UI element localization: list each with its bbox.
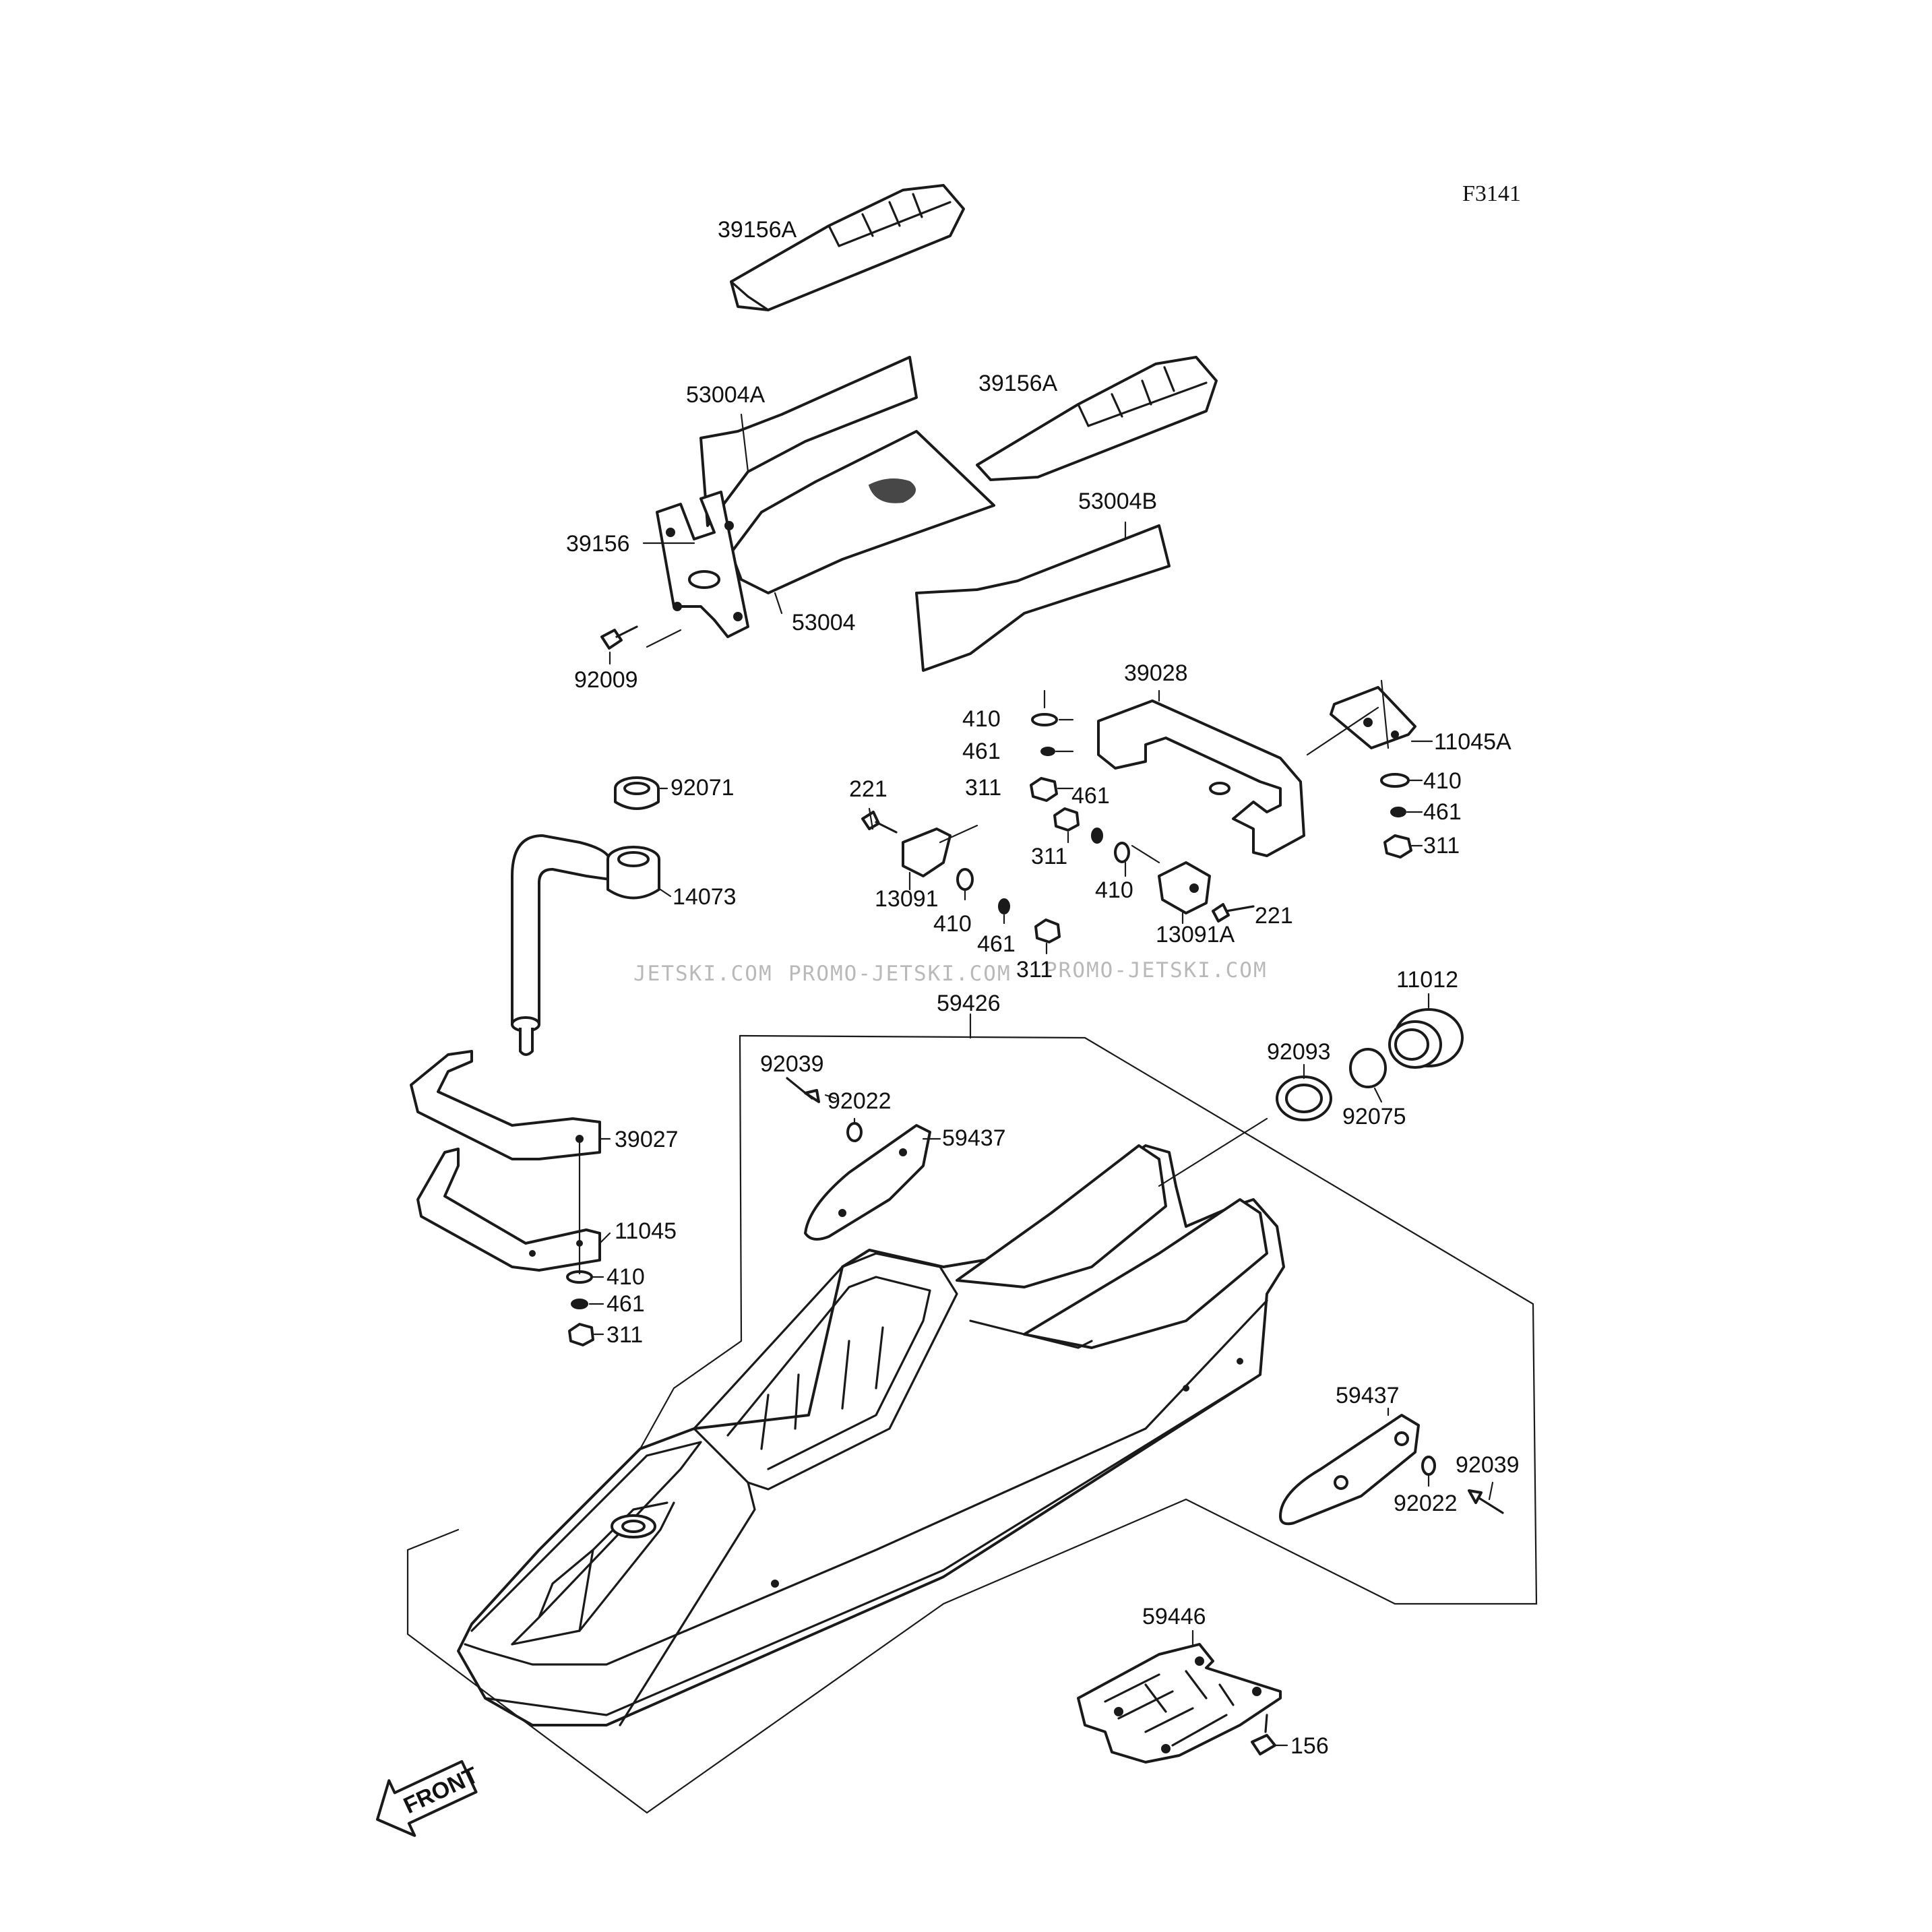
label-14073: 14073 xyxy=(673,884,737,910)
label-92071: 92071 xyxy=(671,775,735,801)
bracket-39156 xyxy=(656,491,749,638)
bracket-11045a xyxy=(1330,686,1416,749)
label-461-c: 461 xyxy=(1071,783,1110,809)
label-39156: 39156 xyxy=(566,531,630,557)
bolt-156 xyxy=(1251,1714,1276,1755)
label-410-d: 410 xyxy=(933,911,972,937)
washer-410-c xyxy=(1114,842,1130,863)
label-92039-b: 92039 xyxy=(1456,1452,1520,1478)
clip-13091a xyxy=(1158,861,1211,914)
nut-311-a xyxy=(1030,777,1058,802)
label-59437-a: 59437 xyxy=(942,1125,1006,1151)
label-53004a: 53004A xyxy=(686,382,766,408)
label-461-a: 461 xyxy=(962,739,1001,764)
label-221-a: 221 xyxy=(849,776,887,802)
label-13091: 13091 xyxy=(875,886,939,912)
label-410-e: 410 xyxy=(606,1264,645,1290)
rivet-92039-a xyxy=(786,1077,820,1103)
label-410-b: 410 xyxy=(1423,768,1462,794)
label-39027: 39027 xyxy=(615,1127,679,1152)
label-92022-a: 92022 xyxy=(828,1088,892,1114)
label-311-b: 311 xyxy=(1423,833,1460,859)
pole-14073 xyxy=(511,834,660,1056)
label-92093: 92093 xyxy=(1267,1039,1331,1065)
label-410-a: 410 xyxy=(962,706,1001,732)
front-arrow: FRONT xyxy=(376,1759,482,1837)
trim-59437-a xyxy=(804,1124,931,1241)
label-311-a: 311 xyxy=(965,775,1001,801)
label-92009: 92009 xyxy=(574,667,638,693)
watermark-middle: PROMO-JETSKI.COM xyxy=(788,962,1011,986)
bracket-39028 xyxy=(1097,699,1305,857)
lockwasher-461-d xyxy=(998,898,1010,914)
label-156: 156 xyxy=(1290,1733,1329,1759)
bolt-221-a xyxy=(861,811,898,834)
lockwasher-461-a xyxy=(1040,747,1055,756)
washer-410-d xyxy=(956,868,974,891)
lockwasher-461-c xyxy=(1091,828,1103,844)
bar-11045 xyxy=(416,1148,601,1272)
watermark: JETSKI.COM PROMO-JETSKI.COM PROMO-JETSKI… xyxy=(633,958,1268,986)
washer-410-a xyxy=(1031,713,1058,726)
nut-311-b xyxy=(1383,834,1412,859)
label-53004: 53004 xyxy=(792,610,856,635)
watermark-right: PROMO-JETSKI.COM xyxy=(1045,958,1268,983)
label-92075: 92075 xyxy=(1342,1104,1406,1129)
label-92022-b: 92022 xyxy=(1394,1491,1458,1516)
seal-92093 xyxy=(1276,1076,1332,1121)
bolt-92009 xyxy=(600,625,638,650)
washer-410-b xyxy=(1380,773,1410,788)
label-461-d: 461 xyxy=(977,931,1016,957)
bolt-221-b xyxy=(1212,903,1255,923)
figure-code: F3141 xyxy=(1462,181,1521,206)
nut-311-e xyxy=(568,1323,594,1346)
label-53004b: 53004B xyxy=(1078,489,1157,514)
hull-59426 xyxy=(457,1144,1285,1726)
label-59426: 59426 xyxy=(937,991,1001,1016)
mat-53004 xyxy=(730,430,995,594)
lockwasher-461-b xyxy=(1390,807,1406,817)
rivet-92039-b xyxy=(1468,1489,1504,1514)
trim-59437-b xyxy=(1279,1414,1420,1526)
label-11045: 11045 xyxy=(615,1218,677,1244)
handlebar-39027 xyxy=(410,1050,601,1160)
label-461-b: 461 xyxy=(1423,799,1462,825)
label-461-e: 461 xyxy=(606,1291,645,1317)
label-311-d: 311 xyxy=(1016,957,1053,983)
cap-11012 xyxy=(1388,1008,1464,1069)
label-59437-b: 59437 xyxy=(1336,1383,1400,1408)
plate-59446 xyxy=(1077,1643,1282,1764)
clip-13091 xyxy=(902,828,952,877)
washer-92022-b xyxy=(1421,1456,1436,1476)
leader-lines xyxy=(406,413,1538,1814)
label-39156a-top: 39156A xyxy=(718,217,797,243)
part-labels: 39156A 53004A 39156A 53004B 39156 53004 … xyxy=(566,217,1520,1759)
mat-53004b xyxy=(915,524,1171,672)
watermark-left: JETSKI.COM xyxy=(633,962,773,986)
washer-92022-a xyxy=(846,1122,863,1142)
pad-39156a-right xyxy=(976,356,1218,481)
label-39156a-right: 39156A xyxy=(978,371,1058,396)
nut-311-d xyxy=(1034,918,1061,943)
grommet-92071 xyxy=(614,776,660,810)
label-59446: 59446 xyxy=(1142,1604,1206,1629)
nut-311-c xyxy=(1053,807,1080,832)
label-39028: 39028 xyxy=(1124,660,1188,686)
label-13091a: 13091A xyxy=(1156,922,1235,947)
label-311-c: 311 xyxy=(1031,844,1067,869)
plug-92075 xyxy=(1349,1048,1387,1088)
lockwasher-461-e xyxy=(571,1299,588,1309)
label-221-b: 221 xyxy=(1255,903,1293,929)
label-311-e: 311 xyxy=(606,1322,643,1348)
label-410-c: 410 xyxy=(1095,877,1133,903)
label-11045a: 11045A xyxy=(1434,729,1512,755)
label-11012: 11012 xyxy=(1396,967,1458,993)
pad-39156a-top xyxy=(730,184,965,311)
label-92039-a: 92039 xyxy=(760,1051,824,1077)
